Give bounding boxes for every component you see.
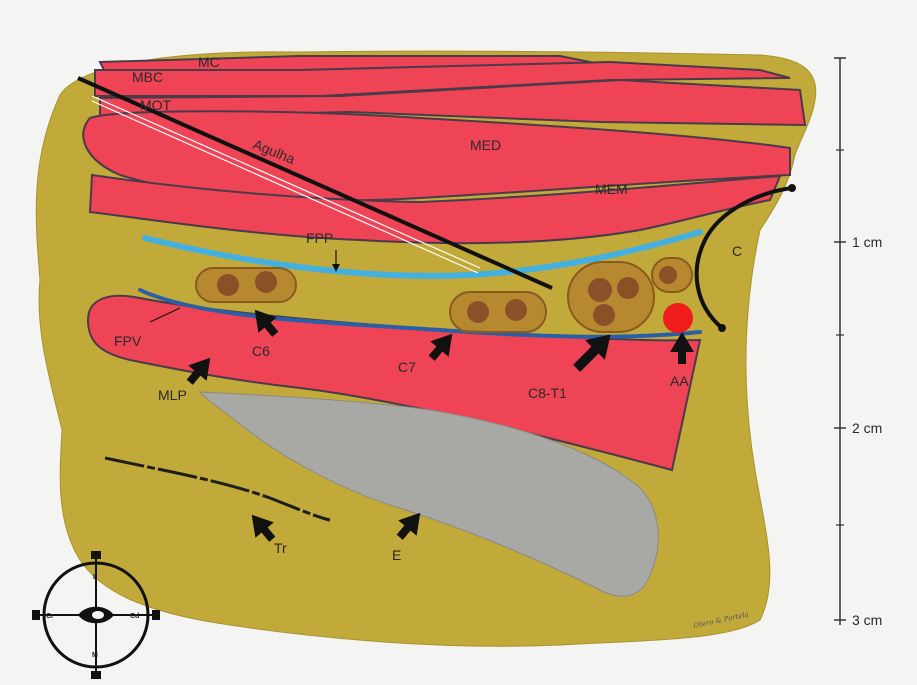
label-mbc: MBC (132, 69, 163, 85)
label-e: E (392, 547, 401, 563)
scale-2cm: 2 cm (852, 420, 882, 436)
label-med: MED (470, 137, 501, 153)
compass-left: Cr (46, 613, 54, 620)
label-mc: MC (198, 54, 220, 70)
label-c7: C7 (398, 359, 416, 375)
label-mlp: MLP (158, 387, 187, 403)
structure-c-end (788, 184, 796, 192)
scale-3cm: 3 cm (852, 612, 882, 628)
label-c8t1: C8-T1 (528, 385, 567, 401)
compass-top: L (93, 574, 98, 581)
label-tr: Tr (274, 540, 287, 556)
compass-right: Cd (130, 613, 139, 620)
label-mot: MOT (140, 97, 172, 113)
nerve-c7 (450, 292, 546, 332)
compass-bottom: M (92, 652, 98, 659)
nerve-c6 (196, 268, 296, 302)
label-c: C (732, 243, 742, 259)
label-fpv: FPV (114, 333, 142, 349)
label-fpp: FPP (306, 230, 333, 246)
structure-c-end-2 (718, 324, 726, 332)
artery-aa (663, 303, 693, 333)
label-c6: C6 (252, 343, 270, 359)
label-aa: AA (670, 373, 689, 389)
label-mem: MEM (595, 181, 628, 197)
scale-1cm: 1 cm (852, 234, 882, 250)
